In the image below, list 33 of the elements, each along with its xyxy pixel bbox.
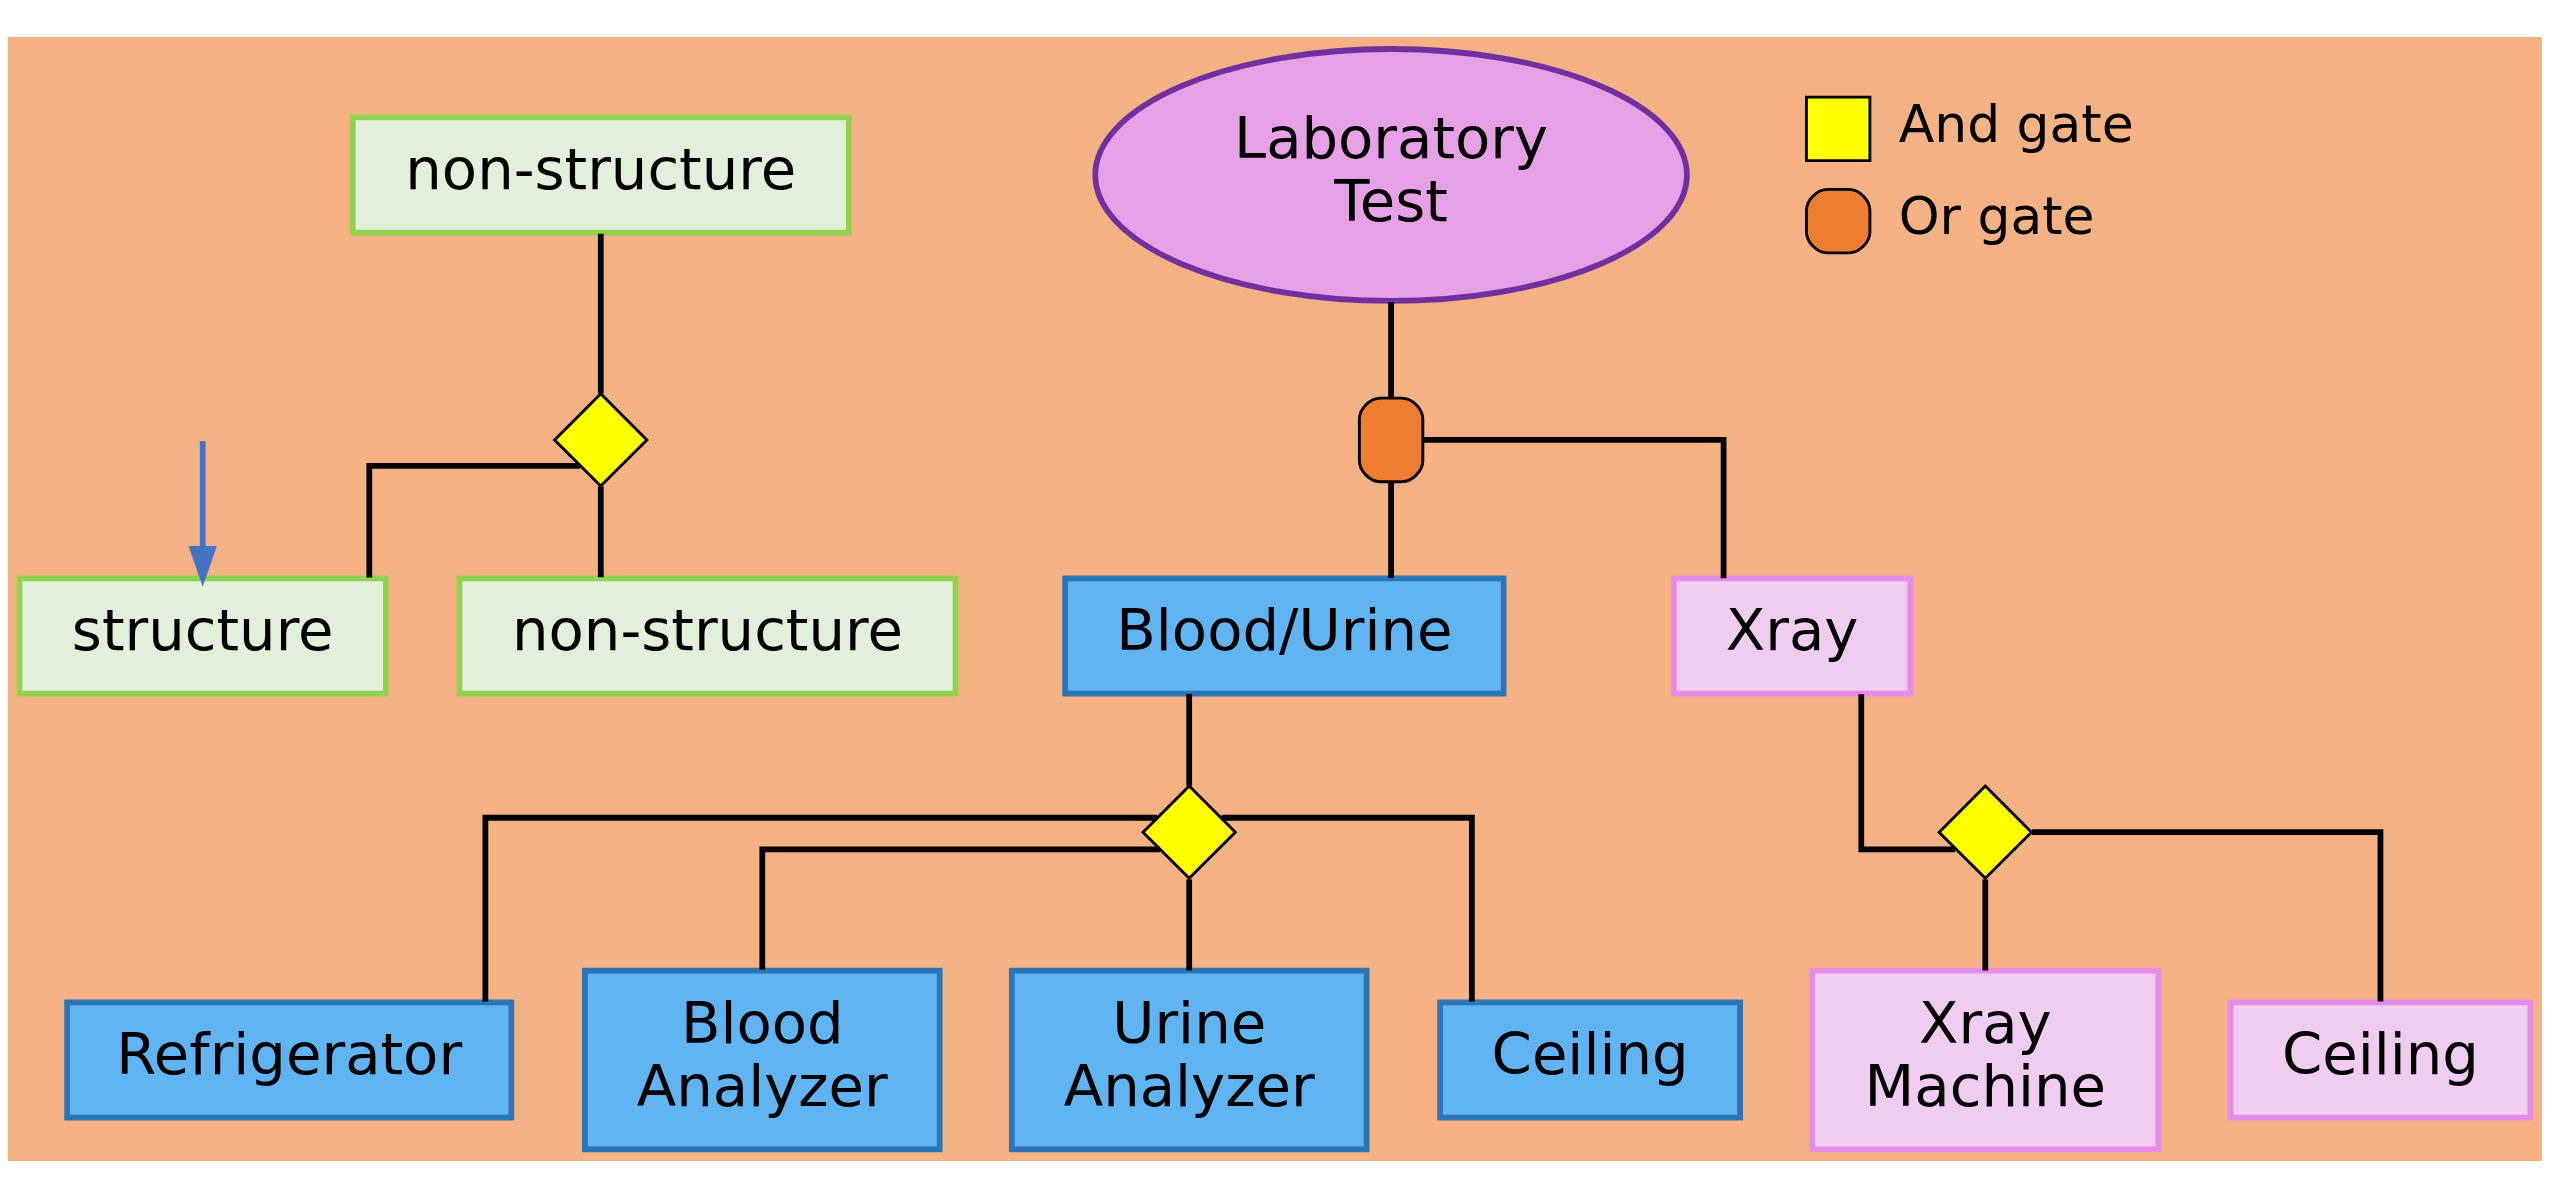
connector bbox=[1422, 436, 1727, 578]
node-box: Refrigerator bbox=[64, 998, 515, 1121]
connector bbox=[1221, 814, 1475, 1001]
legend-label: And gate bbox=[1898, 93, 2134, 154]
node-ellipse: Laboratory Test bbox=[1092, 45, 1690, 304]
node-box: non-structure bbox=[349, 113, 852, 236]
connector bbox=[759, 846, 1160, 970]
node-diamond bbox=[552, 391, 649, 488]
connector bbox=[482, 814, 1158, 1001]
node-box: Blood Analyzer bbox=[582, 967, 943, 1152]
node-diamond bbox=[1141, 783, 1238, 880]
connector bbox=[597, 485, 604, 577]
connector bbox=[2032, 828, 2384, 1001]
connector bbox=[1186, 693, 1193, 786]
connector bbox=[1186, 878, 1193, 970]
connector bbox=[1388, 481, 1394, 578]
node-box: Blood/Urine bbox=[1062, 574, 1507, 697]
connector bbox=[366, 462, 581, 577]
node-box: non-structure bbox=[456, 574, 959, 697]
node-gate bbox=[1357, 396, 1425, 483]
node-box: structure bbox=[16, 574, 389, 697]
node-box: Xray bbox=[1670, 574, 1914, 697]
node-box: Xray Machine bbox=[1809, 967, 2162, 1152]
node-box: Ceiling bbox=[2227, 998, 2534, 1121]
legend-label: Or gate bbox=[1898, 185, 2095, 246]
connector bbox=[1858, 693, 1956, 852]
connector bbox=[1982, 878, 1989, 970]
connector bbox=[597, 233, 604, 394]
node-box: Urine Analyzer bbox=[1008, 967, 1370, 1152]
connector bbox=[1388, 301, 1394, 398]
arrow bbox=[188, 440, 217, 586]
node-diamond bbox=[1937, 783, 2034, 880]
node-box: Ceiling bbox=[1437, 998, 1743, 1121]
